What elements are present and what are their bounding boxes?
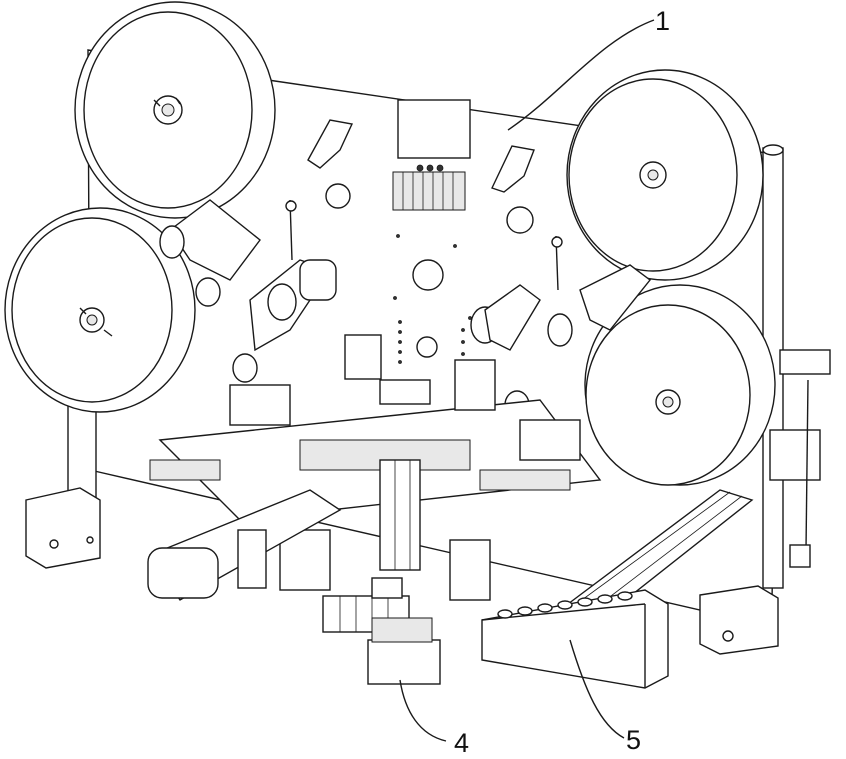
reel-bottom-right (584, 284, 776, 486)
left-base-rail (147, 489, 342, 601)
leader-line-5 (569, 639, 625, 739)
callout-label-4: 4 (454, 728, 469, 758)
reel-top-left (74, 1, 276, 219)
right-base-rail (558, 349, 831, 621)
guide-arms-right (470, 235, 651, 420)
guide-arms-left (159, 199, 337, 383)
callout-label-1: 1 (655, 6, 670, 36)
panel-hole-pattern (393, 234, 472, 368)
collection-box (481, 589, 669, 689)
reel-top-right (566, 69, 764, 281)
right-foot-box (699, 585, 779, 655)
leader-line-4 (399, 679, 447, 742)
left-foot-box (25, 487, 101, 569)
leader-lines (399, 19, 655, 742)
valve-bank-upper (392, 164, 466, 211)
callout-label-5: 5 (626, 725, 641, 755)
central-mechanism (149, 334, 602, 601)
leader-line-1 (507, 19, 655, 131)
cylinder-assembly (322, 577, 441, 685)
reel-left (4, 207, 196, 413)
